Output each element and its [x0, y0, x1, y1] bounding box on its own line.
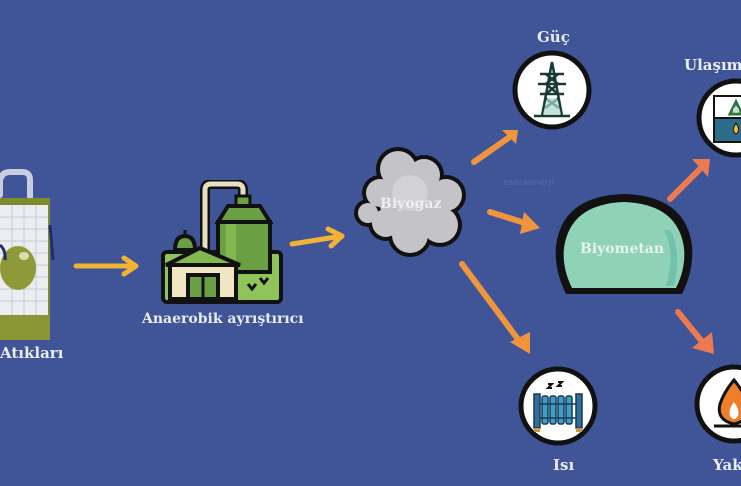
transport-label: Ulaşım [684, 56, 741, 74]
recycle-fuel-icon [696, 78, 741, 158]
digester-label: Anaerobik ayrıştırıcı [142, 311, 304, 327]
fuel-label: Yakıt [713, 456, 741, 474]
biogas-plant-icon [161, 180, 283, 304]
power-tower-icon [512, 50, 592, 130]
cloud-icon [354, 147, 466, 257]
fuel-node [694, 364, 741, 444]
heat-label: Isı [553, 456, 575, 474]
digester-node [160, 180, 285, 305]
biogas-label: Biyogaz [380, 196, 442, 212]
biomethane-node [552, 190, 697, 298]
juice-carton-icon [0, 169, 55, 340]
waste-node [0, 150, 60, 340]
dome-icon [555, 194, 693, 294]
arrow-biomethane-to-transport [667, 159, 710, 202]
waste-label: Atıkları [0, 344, 64, 362]
arrow-biogas-to-biomethane [487, 209, 540, 234]
arrow-biomethane-to-fuel [675, 309, 714, 354]
power-label: Güç [537, 28, 570, 46]
biogas-node [350, 145, 472, 257]
heat-node [518, 366, 598, 446]
transport-node [696, 78, 741, 158]
arrow-biogas-to-heat [459, 261, 530, 354]
biomethane-label: Biyometan [580, 241, 665, 257]
power-node [512, 50, 592, 130]
arrow-waste-to-digester [73, 255, 139, 277]
arrow-biogas-to-power [471, 130, 518, 165]
watermark: eseraenerji [503, 178, 554, 188]
flame-icon [694, 364, 741, 444]
radiator-icon [518, 366, 598, 446]
arrow-digester-to-biogas [289, 226, 345, 249]
